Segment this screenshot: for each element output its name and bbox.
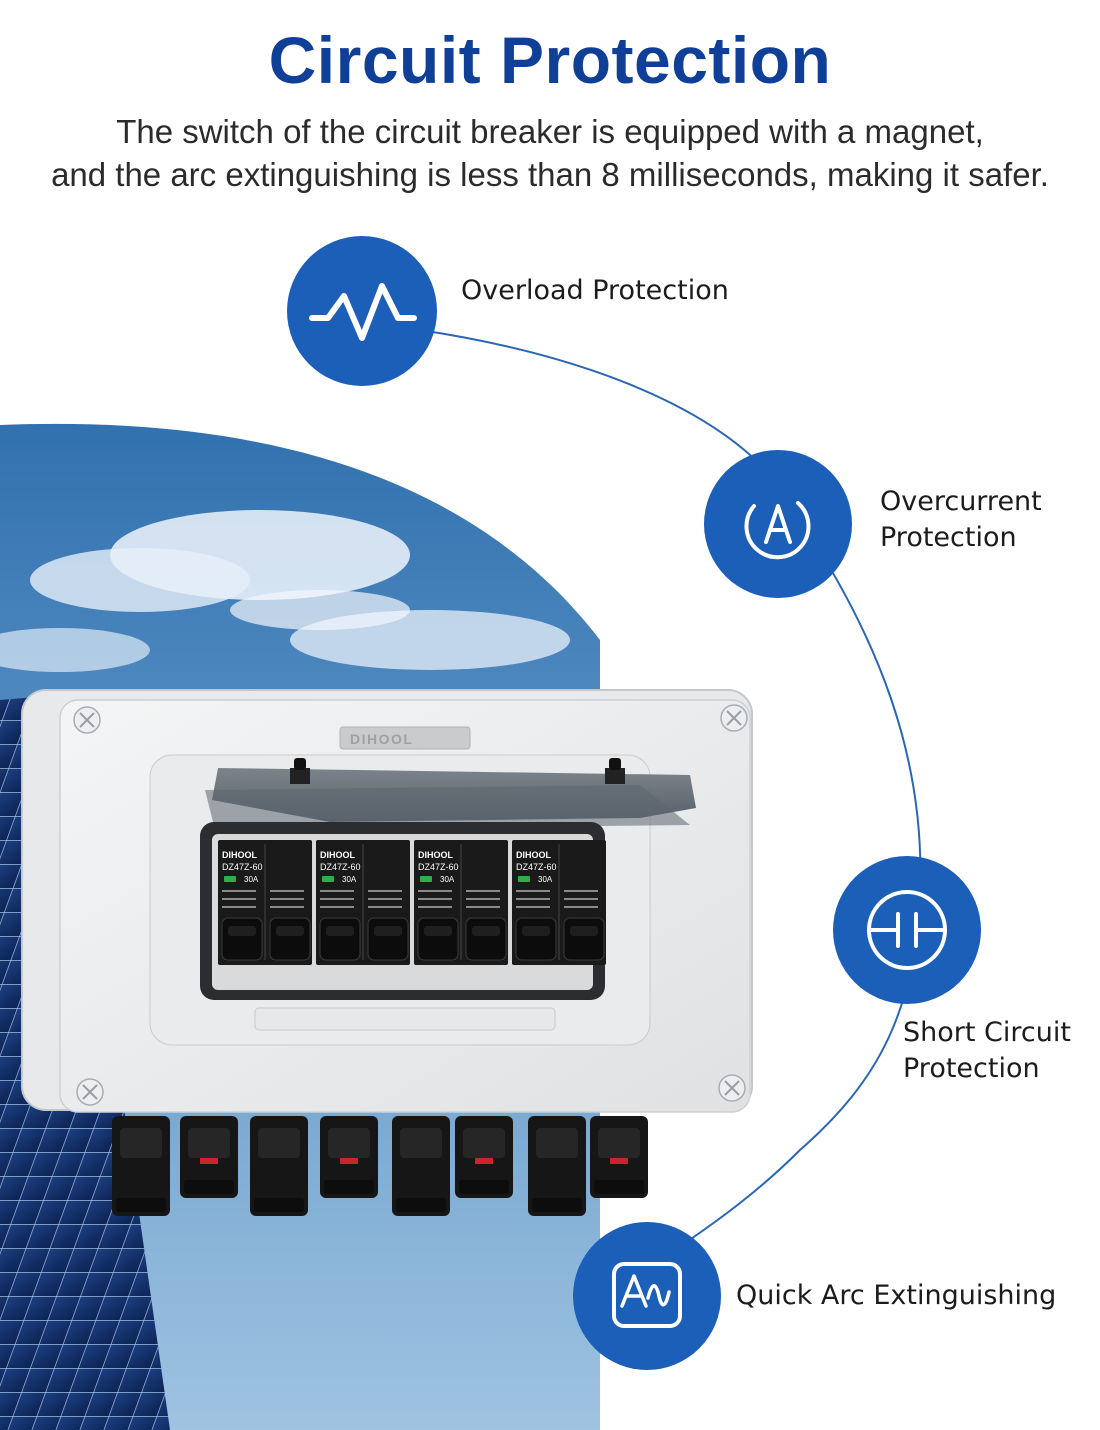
mc4-connector bbox=[590, 1116, 648, 1198]
screw-icon bbox=[76, 1078, 104, 1106]
subtitle-line-1: The switch of the circuit breaker is equ… bbox=[116, 113, 984, 150]
breaker-handle bbox=[417, 917, 459, 961]
breaker-row: DIHOOLDZ47Z-6030ADIHOOLDZ47Z-6030ADIHOOL… bbox=[218, 840, 606, 965]
breaker-handle bbox=[515, 917, 557, 961]
breaker-model: DZ47Z-60 bbox=[320, 862, 361, 872]
breaker-rating: 30A bbox=[342, 875, 357, 884]
breaker-indicator bbox=[518, 876, 530, 882]
breaker-handle bbox=[221, 917, 263, 961]
breaker-handle bbox=[367, 917, 409, 961]
breaker-brand: DIHOOL bbox=[418, 850, 454, 860]
feature-text: Protection bbox=[903, 1053, 1040, 1084]
screw-icon bbox=[718, 1074, 746, 1102]
page-title: Circuit Protection bbox=[268, 23, 832, 97]
mc4-connector bbox=[180, 1116, 238, 1198]
screw-icon bbox=[720, 704, 748, 732]
breaker-model: DZ47Z-60 bbox=[418, 862, 459, 872]
breaker-brand: DIHOOL bbox=[222, 850, 258, 860]
breaker-rating: 30A bbox=[538, 875, 553, 884]
mc4-connector bbox=[320, 1116, 378, 1198]
breaker-handle bbox=[319, 917, 361, 961]
breaker-contact-icon bbox=[867, 890, 947, 970]
feature-label-overload: Overload Protection bbox=[461, 273, 729, 309]
breaker-model: DZ47Z-60 bbox=[516, 862, 557, 872]
screw-icon bbox=[73, 706, 101, 734]
circuit-breaker: DIHOOL DZ47Z-60 30A bbox=[316, 840, 410, 965]
ampere-circle-icon bbox=[744, 501, 811, 560]
circuit-breaker: DIHOOL DZ47Z-60 30A bbox=[414, 840, 508, 965]
page-subtitle: The switch of the circuit breaker is equ… bbox=[10, 110, 1090, 196]
breaker-handle bbox=[465, 917, 507, 961]
connector-line bbox=[419, 329, 922, 1261]
feature-text: Protection bbox=[880, 522, 1017, 553]
connector-row bbox=[112, 1116, 648, 1216]
breaker-model: DZ47Z-60 bbox=[222, 862, 263, 872]
feature-text: Overcurrent bbox=[880, 486, 1042, 517]
feature-text: Quick Arc Extinguishing bbox=[736, 1280, 1057, 1311]
overcurrent-badge bbox=[704, 450, 852, 598]
feature-label-arc: Quick Arc Extinguishing bbox=[736, 1278, 1056, 1314]
mc4-connector bbox=[528, 1116, 586, 1216]
breaker-brand: DIHOOL bbox=[516, 850, 552, 860]
breaker-brand: DIHOOL bbox=[320, 850, 356, 860]
feature-text: Short Circuit bbox=[903, 1017, 1071, 1048]
feature-label-short-circuit: Short Circuit Protection bbox=[903, 1015, 1071, 1087]
breaker-handle bbox=[563, 917, 605, 961]
feature-text: Overload Protection bbox=[461, 275, 729, 306]
transparent-cover bbox=[205, 758, 696, 830]
breaker-indicator bbox=[224, 876, 236, 882]
arc-wave-icon bbox=[612, 1262, 682, 1328]
mc4-connector bbox=[112, 1116, 170, 1216]
circuit-breaker: DIHOOL DZ47Z-60 30A bbox=[218, 840, 312, 965]
subtitle-line-2: and the arc extinguishing is less than 8… bbox=[51, 156, 1049, 193]
breaker-handle bbox=[269, 917, 311, 961]
breaker-rating: 30A bbox=[244, 875, 259, 884]
feature-label-overcurrent: Overcurrent Protection bbox=[880, 484, 1042, 556]
breaker-indicator bbox=[420, 876, 432, 882]
mc4-connector bbox=[250, 1116, 308, 1216]
circuit-breaker: DIHOOL DZ47Z-60 30A bbox=[512, 840, 606, 965]
mc4-connector bbox=[392, 1116, 450, 1216]
breaker-indicator bbox=[322, 876, 334, 882]
arc-badge bbox=[573, 1222, 721, 1370]
mc4-connector bbox=[455, 1116, 513, 1198]
breaker-rating: 30A bbox=[440, 875, 455, 884]
waveform-icon bbox=[309, 283, 417, 341]
enclosure-brand: DIHOOL bbox=[350, 731, 413, 747]
short-circuit-badge bbox=[833, 856, 981, 1004]
overload-badge bbox=[287, 236, 437, 386]
